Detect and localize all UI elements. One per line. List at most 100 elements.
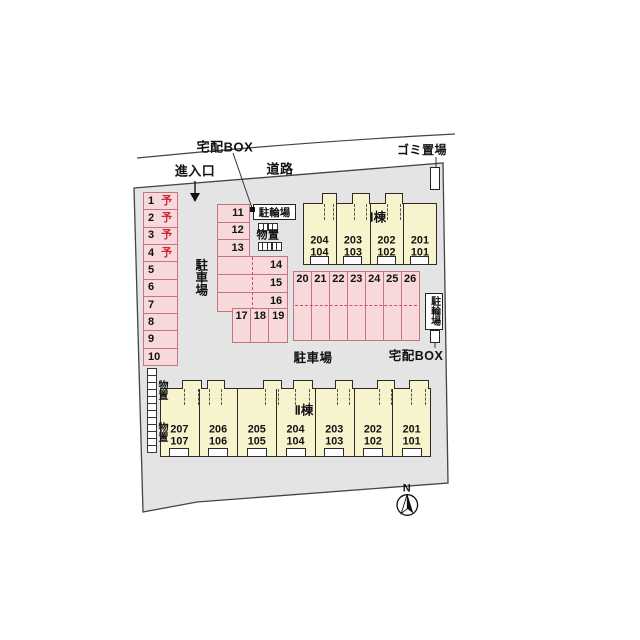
unit-number-lower: 105 xyxy=(247,435,266,448)
parking-stall: 22 xyxy=(328,271,349,341)
garbage-area-label: ゴミ置場 xyxy=(396,143,448,157)
stair-dash xyxy=(265,389,267,405)
road-line xyxy=(136,133,456,159)
entrance-arrow-icon xyxy=(190,181,200,202)
road-label: 道路 xyxy=(266,161,294,177)
unit-number-upper: 204 xyxy=(286,423,305,436)
north-label: N xyxy=(402,482,412,495)
stair-dash xyxy=(209,389,211,405)
reserved-mark: 予 xyxy=(161,194,173,207)
stall-number: 3 xyxy=(148,229,155,242)
storage-left-label-1: 物置 xyxy=(156,380,167,400)
stall-dashed-divider xyxy=(294,304,417,306)
unit-number-upper: 205 xyxy=(247,423,266,436)
unit-number-upper: 202 xyxy=(363,423,382,436)
parking-stall: 19 xyxy=(268,308,289,344)
storage-cell xyxy=(276,241,282,251)
parking-stall: 11 xyxy=(216,204,250,223)
unit-entry xyxy=(309,256,329,265)
building-roof-tab xyxy=(293,379,313,390)
unit-entry xyxy=(208,448,229,457)
unit-number-lower: 102 xyxy=(377,246,396,259)
parking-stall: 10 xyxy=(143,347,179,367)
parking-stall: 5 xyxy=(143,261,179,280)
storage-cell xyxy=(272,223,278,231)
unit-divider xyxy=(336,203,338,265)
stall-number: 2 xyxy=(148,212,155,225)
building-name: Ⅰ棟 xyxy=(369,210,387,225)
stair-dash xyxy=(333,204,335,220)
parking-stall: 25 xyxy=(382,271,402,341)
stair-dash xyxy=(198,389,200,405)
building-roof-tab xyxy=(263,379,282,390)
stair-dash xyxy=(425,389,427,405)
unit-divider xyxy=(353,388,355,457)
parking-stall: 20 xyxy=(292,271,313,341)
reserved-mark: 予 xyxy=(161,212,173,225)
unit-divider xyxy=(403,203,405,265)
unit-number-lower: 107 xyxy=(170,435,189,448)
stall-number: 4 xyxy=(148,246,155,259)
building-name: Ⅱ棟 xyxy=(294,403,314,418)
stair-dash xyxy=(184,389,186,405)
stair-dash xyxy=(391,389,393,405)
north-compass-icon xyxy=(396,493,419,516)
building-roof-tab xyxy=(182,379,202,390)
unit-number-lower: 102 xyxy=(363,435,382,448)
reserved-mark: 予 xyxy=(161,246,173,259)
stair-dash xyxy=(278,389,280,405)
unit-number-upper: 201 xyxy=(410,234,429,247)
unit-number-upper: 204 xyxy=(310,234,329,247)
stall-number: 5 xyxy=(148,264,155,277)
delivery-box-top-label: 宅配BOX xyxy=(196,139,254,155)
parking-stall: 23 xyxy=(346,271,366,341)
unit-number-lower: 104 xyxy=(286,435,305,448)
building-roof-tab xyxy=(321,192,337,205)
parking-stall: 26 xyxy=(400,271,420,341)
unit-number-upper: 201 xyxy=(402,423,421,436)
bicycle-parking-top-box: 駐輪場 xyxy=(252,204,297,220)
parking-stall: 13 xyxy=(216,238,250,258)
stall-number: 1 xyxy=(148,194,155,207)
unit-entry xyxy=(285,448,306,457)
unit-entry xyxy=(376,256,396,265)
unit-divider xyxy=(369,203,371,265)
unit-entry xyxy=(343,256,363,265)
unit-divider xyxy=(392,388,394,457)
unit-number-upper: 207 xyxy=(170,423,189,436)
bicycle-parking-right-box: 駐輪場 xyxy=(424,292,444,331)
parking-stall: 9 xyxy=(143,330,179,350)
parking-stall: 7 xyxy=(143,295,179,315)
unit-number-lower: 104 xyxy=(310,246,329,259)
unit-entry xyxy=(410,256,430,265)
stair-dash xyxy=(387,204,389,220)
unit-entry xyxy=(246,448,267,457)
stair-dash xyxy=(379,389,381,405)
stall-dashed-divider xyxy=(251,257,253,310)
reserved-mark: 予 xyxy=(161,229,173,242)
garbage-area-rect xyxy=(429,166,441,191)
unit-entry xyxy=(401,448,422,457)
delivery-box-location xyxy=(429,330,441,344)
building-roof-tab xyxy=(207,379,225,390)
building-roof-tab xyxy=(351,192,370,205)
unit-divider xyxy=(314,388,316,457)
delivery-box-bottom-label: 宅配BOX xyxy=(388,348,444,363)
unit-divider xyxy=(276,388,278,457)
parking-stall: 17 xyxy=(231,308,252,344)
stall-number: 10 xyxy=(148,350,161,363)
unit-number-lower: 106 xyxy=(209,435,228,448)
parking-lot-bottom-label: 駐車場 xyxy=(293,350,333,365)
entrance-label: 進入口 xyxy=(174,163,216,179)
parking-stall: 8 xyxy=(143,313,179,332)
stair-dash xyxy=(337,389,339,405)
stall-number: 8 xyxy=(148,315,155,328)
stair-dash xyxy=(349,389,351,405)
stair-dash xyxy=(309,389,311,405)
storage-mid-label: 物置 xyxy=(256,229,280,241)
unit-divider xyxy=(198,388,200,457)
stall-number: 6 xyxy=(148,281,155,294)
